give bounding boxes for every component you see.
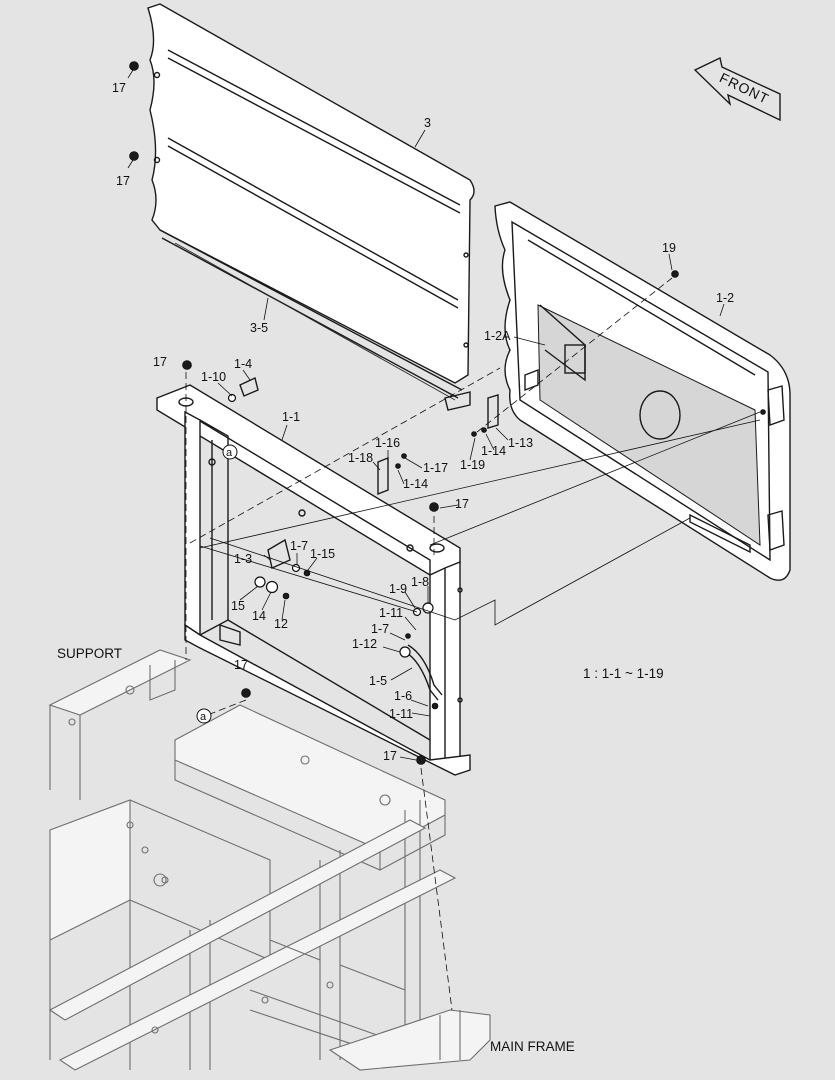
callout-3-5: 3-5 (250, 321, 268, 335)
front-label: FRONT (717, 69, 772, 107)
callout-1-16: 1-16 (375, 436, 400, 450)
callout-1-15: 1-15 (310, 547, 335, 561)
callout-1-8: 1-8 (411, 575, 429, 589)
callout-17: 17 (234, 658, 248, 672)
callout-1-1: 1-1 (282, 410, 300, 424)
marker-a-lower-label: a (200, 711, 207, 723)
radiator-bracket-frame (156, 384, 471, 776)
main-frame-structure (48, 649, 491, 1071)
callout-1-14: 1-14 (481, 444, 506, 458)
callout-1-5: 1-5 (369, 674, 387, 688)
callout-17: 17 (455, 497, 469, 511)
callout-19: 19 (662, 241, 676, 255)
fasteners (129, 61, 679, 765)
callout-1-6: 1-6 (394, 689, 412, 703)
callout-17: 17 (153, 355, 167, 369)
range-note: 1 : 1-1 ~ 1-19 (583, 666, 664, 681)
callout-1-18: 1-18 (348, 451, 373, 465)
leader-lines (127, 69, 761, 1011)
callout-1-2A: 1-2A (484, 329, 511, 343)
callout-1-13: 1-13 (508, 436, 533, 450)
callout-14: 14 (252, 609, 266, 623)
callout-15: 15 (231, 599, 245, 613)
callout-3: 3 (424, 116, 431, 130)
callout-1-12: 1-12 (352, 637, 377, 651)
front-arrow: FRONT (693, 56, 781, 122)
callout-1-17: 1-17 (423, 461, 448, 475)
callout-17: 17 (112, 81, 126, 95)
callout-17: 17 (116, 174, 130, 188)
callout-1-19: 1-19 (460, 458, 485, 472)
callout-1-9: 1-9 (389, 582, 407, 596)
callout-labels: 17 17 3 3-5 19 1-2 1-2A 17 1-4 1-10 1-1 … (112, 81, 734, 763)
callout-1-3: 1-3 (234, 552, 252, 566)
callout-1-4: 1-4 (234, 357, 252, 371)
callout-1-14: 1-14 (403, 477, 428, 491)
callout-17: 17 (383, 749, 397, 763)
marker-a-lower: a (196, 708, 212, 724)
marker-a-upper: a (222, 444, 238, 460)
callout-1-7: 1-7 (290, 539, 308, 553)
callout-1-2: 1-2 (716, 291, 734, 305)
callout-12: 12 (274, 617, 288, 631)
callout-1-10: 1-10 (201, 370, 226, 384)
callout-1-11: 1-11 (389, 707, 413, 721)
door-panel (494, 201, 791, 581)
callout-1-7: 1-7 (371, 622, 389, 636)
main-frame-label: MAIN FRAME (490, 1039, 575, 1054)
top-cover-panel (147, 3, 475, 411)
support-label: SUPPORT (57, 646, 122, 661)
callout-1-11: 1-11 (379, 606, 403, 620)
marker-a-upper-label: a (226, 447, 233, 459)
